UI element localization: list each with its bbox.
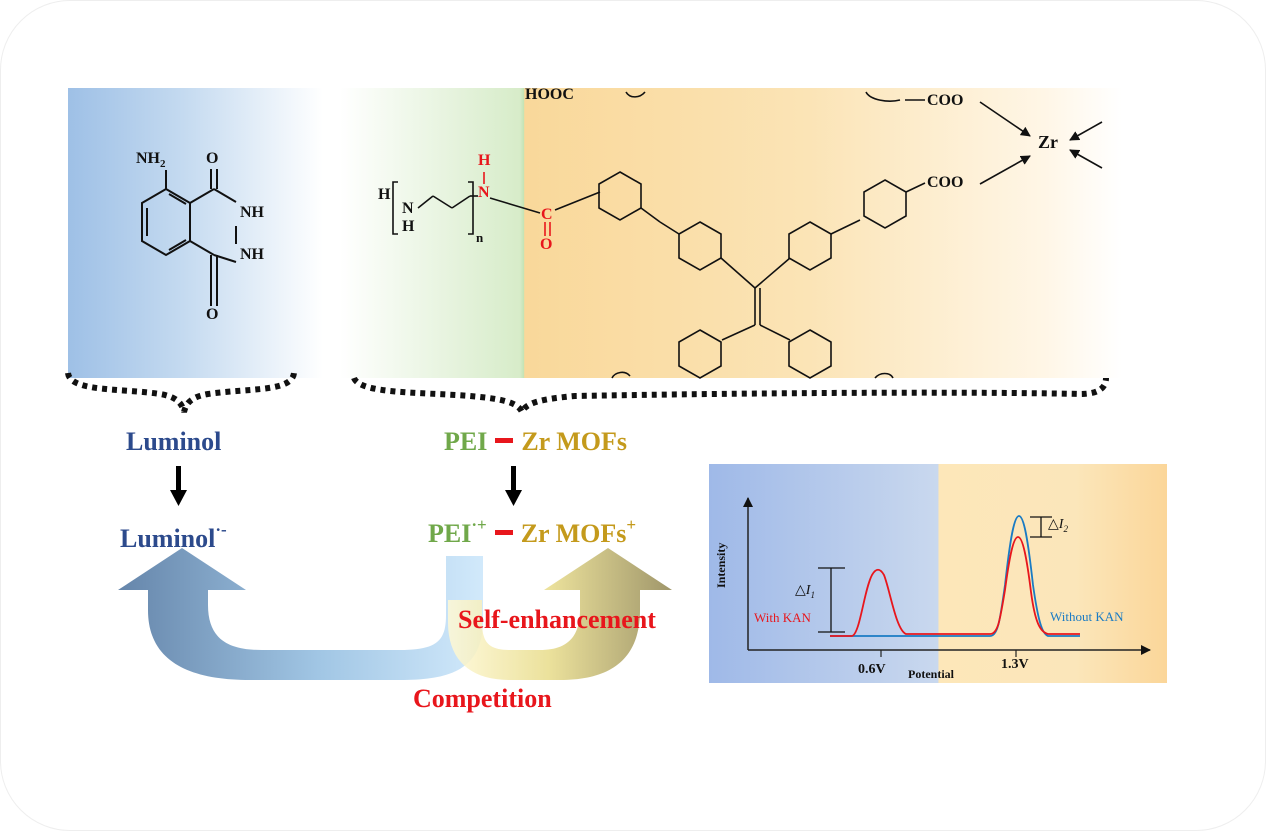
conjugation-dash-2: [494, 529, 513, 535]
pei-radical-charge: ·+: [471, 515, 487, 534]
without-kan-legend: Without KAN: [1050, 609, 1124, 624]
coo-top-label: COO: [927, 92, 964, 109]
delta-i1-label: △I1: [795, 583, 815, 600]
zr-mofs-cation-charge: +: [626, 515, 637, 534]
competition-label: Competition: [413, 684, 552, 713]
pei-n-label: N: [402, 200, 414, 217]
self-enhancement-arrow: [448, 548, 672, 680]
mof-brace: [351, 376, 1109, 420]
luminol-nh-a-label: NH: [240, 204, 264, 221]
conjugation-dash: [495, 437, 514, 443]
pei-n-subscript: n: [476, 230, 484, 245]
amide-n-label: N: [478, 184, 490, 201]
pei-zr-mof-panel: [340, 88, 1122, 378]
pei-zr-mofs-label: PEI Zr MOFs: [444, 427, 627, 457]
luminol-radical-charge: ·-: [215, 520, 227, 539]
nh2-subscript: 2: [160, 158, 166, 171]
with-kan-curve: [830, 536, 1080, 637]
ecl-chart: [743, 497, 1151, 657]
zr-coordination-arrows: [979, 101, 1103, 185]
pei-radical-text: PEI: [428, 519, 472, 548]
coo-mid-label: COO: [927, 174, 964, 191]
pei-h-bottom-label: H: [402, 218, 415, 235]
zr-mofs-cation-text: Zr MOFs: [520, 519, 627, 548]
pei-zr-mofs-radical-label: PEI·+ Zr MOFs+: [428, 515, 636, 549]
delta-i2-marker: [1030, 516, 1052, 538]
pei-h-left-label: H: [378, 186, 391, 203]
with-kan-legend: With KAN: [754, 610, 811, 625]
luminol-o-top-label: O: [206, 150, 219, 167]
luminol-label: Luminol: [126, 427, 222, 456]
luminol-panel: [68, 88, 323, 378]
carbonyl-o-label: O: [540, 236, 553, 253]
delta-i2-label: △I2: [1048, 517, 1068, 534]
tick-label-1-3v: 1.3V: [1001, 657, 1029, 672]
chart-x-label: Potential: [908, 667, 954, 681]
delta-i1-marker: [818, 567, 845, 633]
carbonyl-c-label: C: [541, 206, 553, 223]
zr-node-label: Zr: [1038, 132, 1058, 152]
without-kan-curve: [830, 515, 1080, 637]
ecl-chart-panel: [709, 464, 1167, 683]
pei-text: PEI: [444, 427, 488, 456]
hooc-label: HOOC: [525, 86, 574, 103]
luminol-radical-label: Luminol·-: [120, 520, 227, 553]
luminol-nh-b-label: NH: [240, 246, 264, 263]
zr-mofs-text: Zr MOFs: [521, 427, 628, 456]
reaction-arrows: [170, 466, 522, 506]
amide-h-label: H: [478, 152, 491, 169]
luminol-nh2-label: NH2: [136, 150, 166, 171]
luminol-o-bottom-label: O: [206, 306, 219, 323]
competition-arrow: [118, 548, 483, 680]
tick-label-0-6v: 0.6V: [858, 662, 886, 677]
luminol-brace: [65, 372, 297, 413]
luminol-structure: [141, 169, 237, 306]
chart-y-label: Intensity: [714, 542, 728, 588]
self-enhancement-label: Self-enhancement: [458, 605, 656, 634]
pei-zr-mof-structure: [392, 91, 926, 379]
